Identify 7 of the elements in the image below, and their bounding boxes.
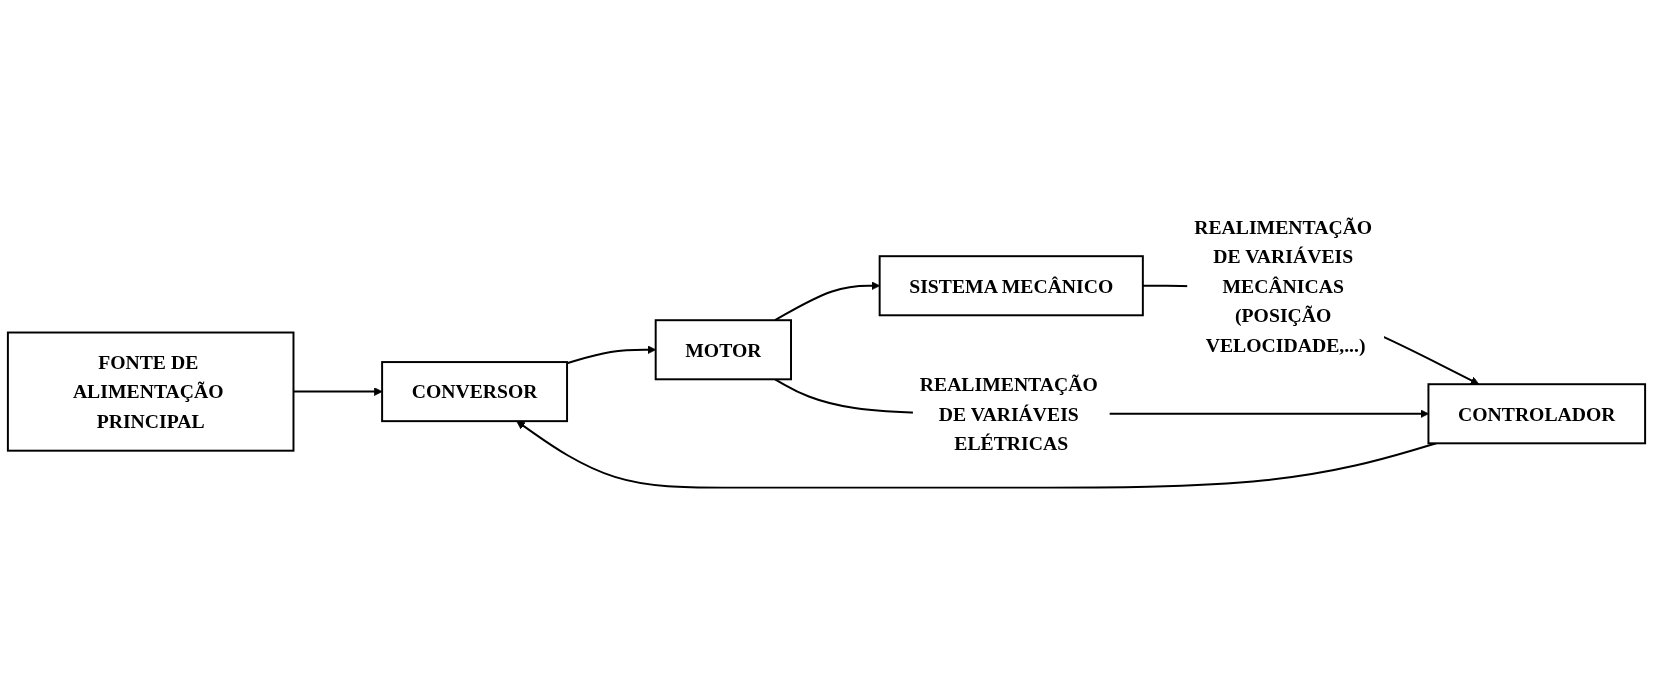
node-box: CONTROLADOR	[1427, 383, 1647, 445]
edge-label: REALIMENTAÇÃO DE VARIÁVEIS MECÂNICAS (POSIÇÃO VELOCIDADE,...)	[1194, 215, 1373, 356]
node-box: MOTOR	[654, 318, 792, 381]
node-box: SISTEMA MECÂNICO	[878, 254, 1144, 316]
node-box: FONTE DE ALIMENTAÇÃO PRINCIPAL	[6, 331, 295, 452]
edge-label: REALIMENTAÇÃO DE VARIÁVEIS ELÉTRICAS	[919, 373, 1098, 454]
node-box: CONVERSOR	[381, 360, 569, 422]
